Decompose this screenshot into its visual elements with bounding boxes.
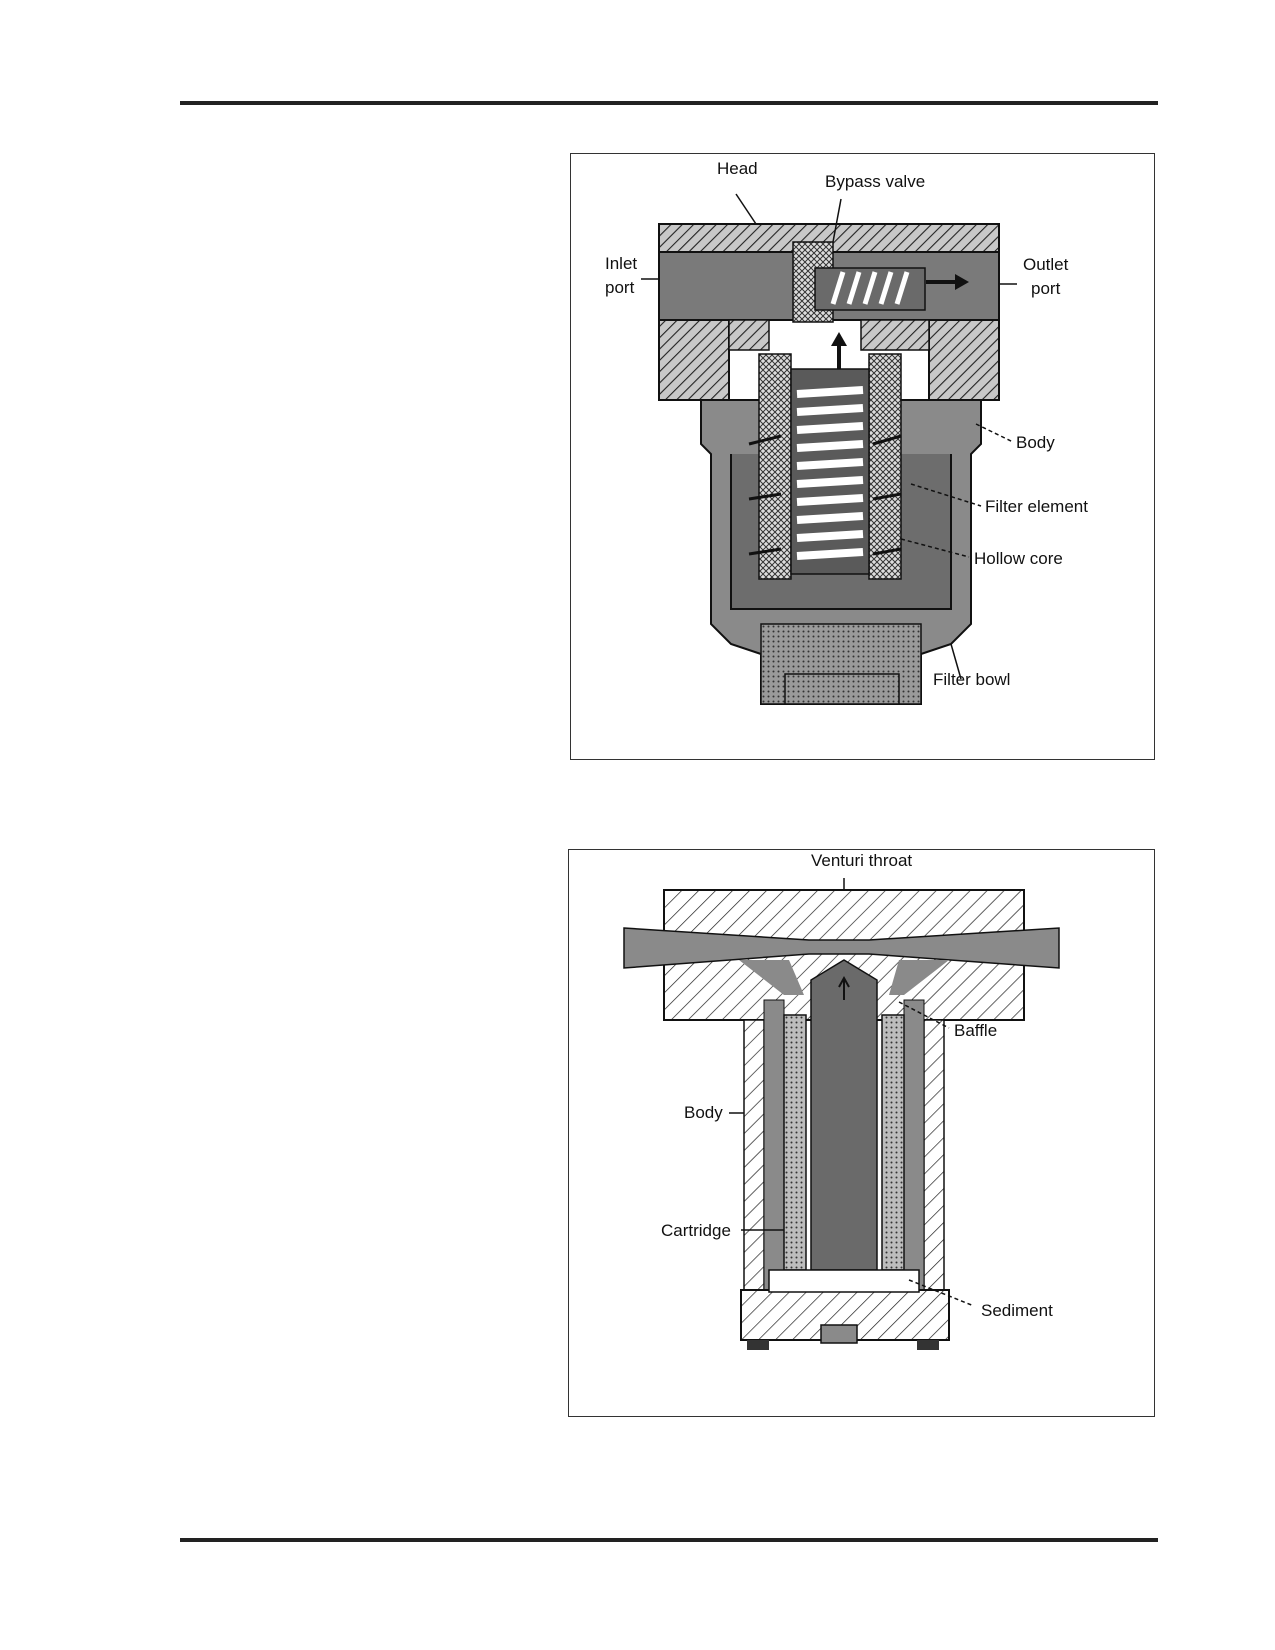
label-filter-bowl: Filter bowl (933, 670, 1010, 689)
venturi-filter-cutaway-diagram: Venturi throat Baffle Body Cartridge Sed… (623, 851, 1060, 1350)
label-inlet-port-line2: port (605, 278, 635, 297)
label-baffle: Baffle (954, 1021, 997, 1040)
filter-cutaway-diagram: Head Bypass valve Inlet port Outlet port… (605, 159, 1088, 705)
label-head: Head (717, 159, 758, 178)
hollow-core (796, 386, 864, 560)
label-cartridge: Cartridge (661, 1221, 731, 1240)
venturi-base (740, 1269, 950, 1350)
bypass-valve (792, 241, 926, 323)
flow-arrows (831, 274, 969, 374)
top-rule (180, 101, 1158, 105)
label-filter-element: Filter element (985, 497, 1088, 516)
label-venturi-throat: Venturi throat (811, 851, 912, 870)
label-bypass-valve: Bypass valve (825, 172, 925, 191)
label-sediment: Sediment (981, 1301, 1053, 1320)
venturi-leader-lines (729, 878, 975, 1307)
bottom-rule (180, 1538, 1158, 1542)
label-outlet-port-line2: port (1031, 279, 1061, 298)
label-body: Body (1016, 433, 1055, 452)
venturi-core (810, 959, 878, 1271)
radial-flow-arrows (748, 434, 902, 556)
filter-diagram-panel: Head Bypass valve Inlet port Outlet port… (570, 153, 1155, 760)
venturi-filter-diagram-panel: Venturi throat Baffle Body Cartridge Sed… (568, 849, 1155, 1417)
label-body: Body (684, 1103, 723, 1122)
leader-lines (641, 193, 1017, 680)
label-inlet-port-line1: Inlet (605, 254, 637, 273)
label-outlet-port-line1: Outlet (1023, 255, 1069, 274)
label-hollow-core: Hollow core (974, 549, 1063, 568)
flow-channel (623, 927, 1060, 995)
cartridge (783, 1014, 905, 1271)
